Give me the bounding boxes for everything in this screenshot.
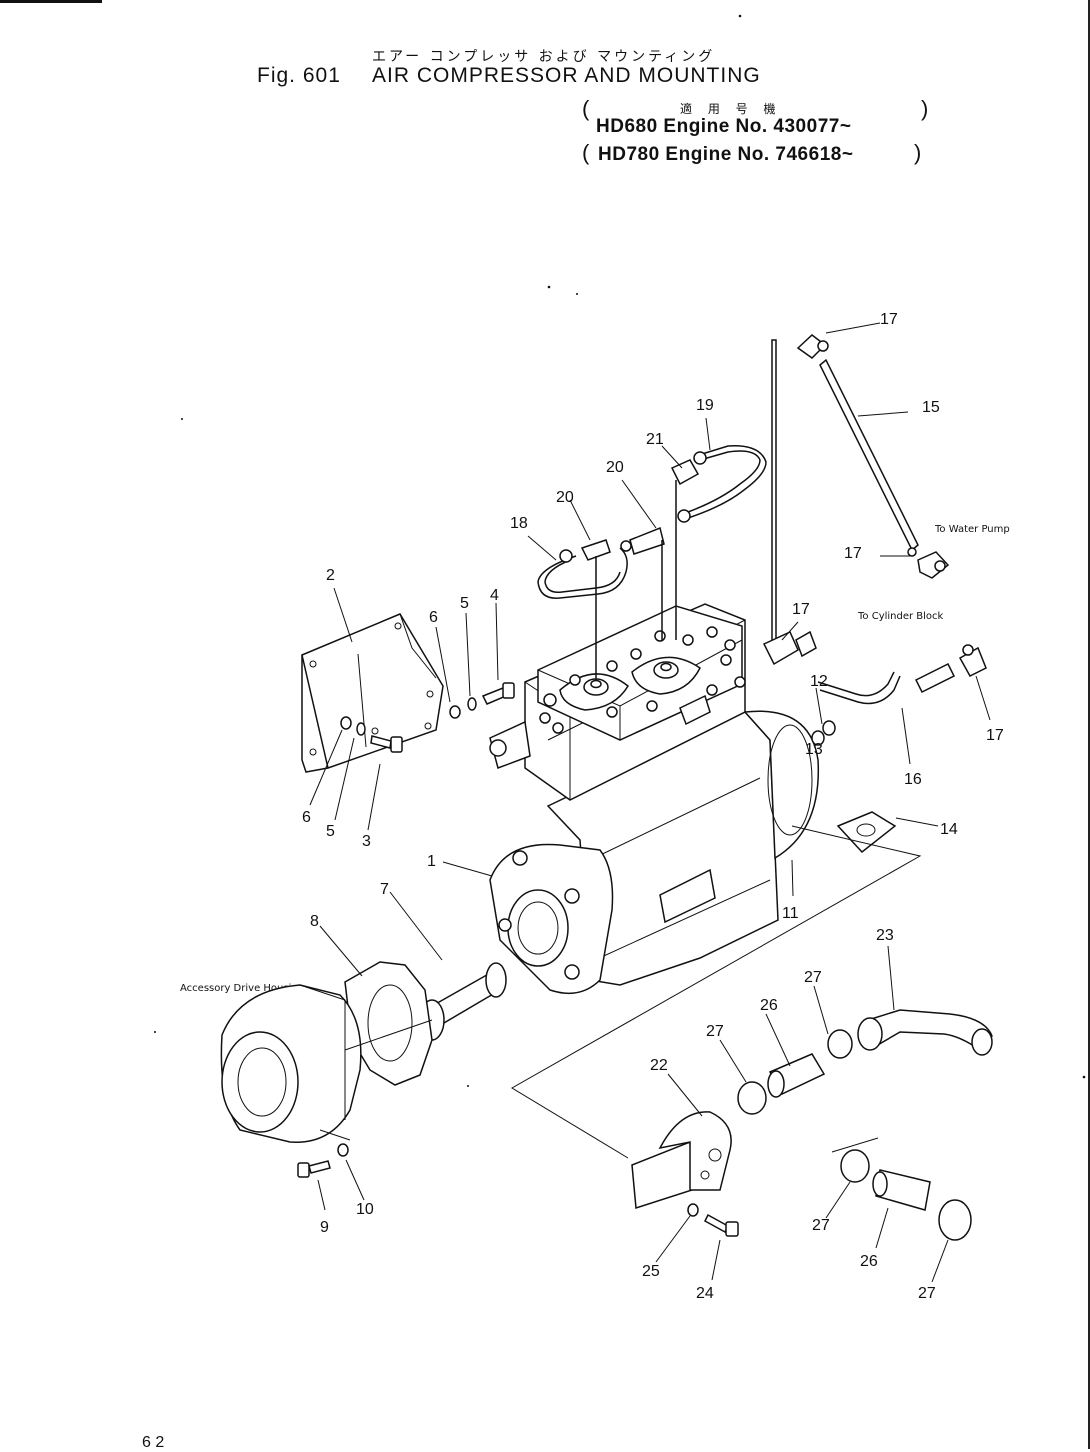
callout-6: 6 [302, 809, 311, 826]
callout-25: 25 [642, 1263, 660, 1280]
applicable-label: 適 用 号 機 [680, 102, 782, 116]
part-2-bracket [301, 613, 444, 773]
note-to-water-pump: To Water Pump [935, 524, 1010, 535]
part-16-water-pipe [762, 339, 987, 705]
scan-specks [154, 14, 1086, 1087]
callout-6: 6 [429, 609, 438, 626]
accessory-drive-housing [220, 984, 362, 1143]
callout-15: 15 [922, 399, 940, 416]
callout-21: 21 [646, 431, 664, 448]
leader-lines [309, 322, 991, 1283]
part-15-water-tube [796, 334, 950, 579]
page-fragment: 6 2 [142, 1434, 165, 1451]
fasteners-3-4-5-6 [340, 682, 515, 753]
callout-11: 11 [782, 905, 799, 922]
callout-5: 5 [460, 595, 469, 612]
callout-4: 4 [490, 587, 499, 604]
fasteners-24-25 [687, 1203, 739, 1237]
open-paren-2: ( [582, 140, 590, 165]
note-accessory-drive-housing: Accessory Drive Housing [180, 983, 305, 994]
applicability-hd680: HD680 Engine No. 430077~ [596, 116, 852, 137]
callout-12: 12 [810, 673, 828, 690]
callout-13: 13 [805, 741, 823, 758]
callout-27: 27 [706, 1023, 724, 1040]
callout-9: 9 [320, 1219, 329, 1236]
callout-2: 2 [326, 567, 335, 584]
corner-mark [0, 0, 102, 3]
callout-19: 19 [696, 397, 714, 414]
callout-1: 1 [427, 853, 436, 870]
callout-17: 17 [792, 601, 810, 618]
callout-numbers: 1234556678910111213141516171717171819202… [302, 311, 1004, 1302]
figure-number: Fig. 601 [257, 64, 341, 87]
parts-23-26-27-hoses [737, 1009, 993, 1241]
callout-7: 7 [380, 881, 389, 898]
callout-20: 20 [606, 459, 624, 476]
callout-8: 8 [310, 913, 319, 930]
title-japanese: エアー コンプレッサ および マウンティング [372, 49, 716, 65]
part-22-bracket [631, 1111, 732, 1210]
part-1-compressor [489, 603, 820, 995]
callout-22: 22 [650, 1057, 668, 1074]
callout-26: 26 [760, 997, 778, 1014]
guide-lines [344, 825, 922, 1159]
callout-20: 20 [556, 489, 574, 506]
callout-27: 27 [918, 1285, 936, 1302]
part-7-sleeve [419, 962, 507, 1041]
callout-24: 24 [696, 1285, 714, 1302]
callout-14: 14 [940, 821, 958, 838]
callout-27: 27 [804, 969, 822, 986]
pipes-18-19-20-21 [537, 445, 767, 680]
callout-10: 10 [356, 1201, 374, 1218]
callout-23: 23 [876, 927, 894, 944]
note-to-cylinder-block: To Cylinder Block [858, 611, 944, 622]
callout-5: 5 [326, 823, 335, 840]
callout-18: 18 [510, 515, 528, 532]
callout-27: 27 [812, 1217, 830, 1234]
close-paren-2: ) [914, 140, 922, 165]
applicability-hd780: HD780 Engine No. 746618~ [598, 144, 854, 165]
callout-17: 17 [844, 545, 862, 562]
callout-16: 16 [904, 771, 922, 788]
fasteners-12-13 [811, 720, 836, 746]
callout-17: 17 [880, 311, 898, 328]
callout-26: 26 [860, 1253, 878, 1270]
figure-title: AIR COMPRESSOR AND MOUNTING [372, 64, 761, 87]
part-14-gasket [836, 811, 897, 854]
callout-3: 3 [362, 833, 371, 850]
close-paren-1: ) [921, 96, 929, 121]
callout-17: 17 [986, 727, 1004, 744]
fasteners-9-10 [297, 1143, 349, 1178]
open-paren-1: ( [582, 96, 590, 121]
